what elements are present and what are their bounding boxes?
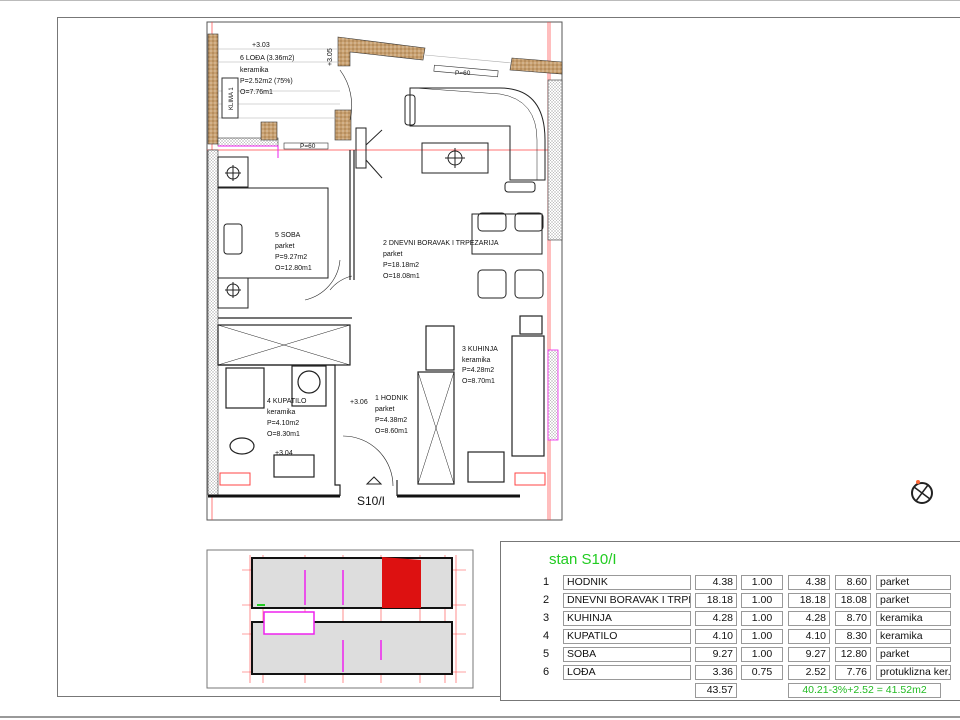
cell-perimeter: 8.60	[835, 575, 871, 590]
svg-text:P=4.10m2: P=4.10m2	[267, 420, 299, 427]
klima-label: KLIMA 1	[229, 87, 235, 110]
room-area-table: stan S10/I 1 HODNIK 4.38 1.00 4.38 8.60 parket…	[500, 541, 960, 701]
cell-area: 18.18	[695, 593, 737, 608]
cell-perimeter: 8.70	[835, 611, 871, 626]
lamp-icons	[225, 148, 465, 298]
north-arrow-icon	[911, 480, 933, 504]
svg-text:3 KUHINJA: 3 KUHINJA	[462, 346, 498, 353]
svg-text:keramika: keramika	[267, 409, 296, 416]
unit-label: S10/I	[357, 494, 385, 508]
cell-no: 4	[543, 630, 550, 642]
svg-text:O=8.30m1: O=8.30m1	[267, 431, 300, 438]
cell-area: 4.10	[695, 629, 737, 644]
svg-text:2 DNEVNI BORAVAK I TRPEZARIJA: 2 DNEVNI BORAVAK I TRPEZARIJA	[383, 240, 499, 247]
sheet-bottom-border	[0, 716, 960, 718]
level-mark: +3.05	[327, 48, 334, 66]
cell-coef: 0.75	[741, 665, 783, 680]
level-mark: +3.04	[275, 450, 293, 457]
cell-net: 18.18	[788, 593, 830, 608]
svg-text:parket: parket	[275, 243, 295, 250]
room-label-loda: 6 LOĐA (3.36m2) keramika P=2.52m2 (75%) O=…	[240, 55, 294, 96]
room-label-dnevni-boravak: 2 DNEVNI BORAVAK I TRPEZARIJA parket P=18…	[383, 240, 499, 280]
svg-text:P=18.18m2: P=18.18m2	[383, 262, 419, 269]
walls	[207, 33, 563, 498]
window-label: P=60	[455, 70, 471, 77]
svg-text:O=8.70m1: O=8.70m1	[462, 378, 495, 385]
cell-floor: keramika	[876, 629, 951, 644]
svg-text:O=7.76m1: O=7.76m1	[240, 89, 273, 96]
cell-area: 4.38	[695, 575, 737, 590]
svg-text:P=4.28m2: P=4.28m2	[462, 367, 494, 374]
entrance-arrow-icon	[365, 476, 383, 485]
cell-name: HODNIK	[563, 575, 691, 590]
svg-text:keramika: keramika	[240, 67, 269, 74]
cell-area: 9.27	[695, 647, 737, 662]
table-title: stan S10/I	[549, 551, 617, 568]
cell-coef: 1.00	[741, 575, 783, 590]
cell-net: 4.38	[788, 575, 830, 590]
cell-coef: 1.00	[741, 629, 783, 644]
cell-net: 4.10	[788, 629, 830, 644]
cell-floor: parket	[876, 647, 951, 662]
cell-coef: 1.00	[741, 647, 783, 662]
svg-text:1 HODNIK: 1 HODNIK	[375, 395, 408, 402]
cell-name: KUPATILO	[563, 629, 691, 644]
cell-no: 5	[543, 648, 550, 660]
svg-text:O=8.60m1: O=8.60m1	[375, 428, 408, 435]
outlet-markers	[219, 472, 546, 486]
partitions	[217, 69, 545, 496]
cell-name: KUHINJA	[563, 611, 691, 626]
svg-text:keramika: keramika	[462, 357, 491, 364]
total-area: 43.57	[695, 683, 737, 698]
svg-text:5 SOBA: 5 SOBA	[275, 232, 301, 239]
cell-floor: protuklizna ker.	[876, 665, 951, 680]
cell-perimeter: 8.30	[835, 629, 871, 644]
cell-coef: 1.00	[741, 593, 783, 608]
svg-text:parket: parket	[375, 406, 395, 413]
klima-box	[221, 77, 239, 119]
svg-text:6 LOĐA (3.36m2): 6 LOĐA (3.36m2)	[240, 55, 294, 62]
sheet-top-border	[0, 0, 960, 1]
cell-floor: parket	[876, 575, 951, 590]
svg-text:4 KUPATILO: 4 KUPATILO	[267, 398, 307, 405]
cell-no: 1	[543, 576, 550, 588]
cell-perimeter: 12.80	[835, 647, 871, 662]
cell-net: 4.28	[788, 611, 830, 626]
cell-name: DNEVNI BORAVAK I TRPEZARIJA	[563, 593, 691, 608]
highlighted-unit	[382, 557, 421, 608]
cell-name: SOBA	[563, 647, 691, 662]
svg-text:P=9.27m2: P=9.27m2	[275, 254, 307, 261]
svg-text:parket: parket	[383, 251, 403, 258]
plan-boundary	[206, 21, 563, 521]
cell-floor: parket	[876, 593, 951, 608]
cell-coef: 1.00	[741, 611, 783, 626]
cell-perimeter: 7.76	[835, 665, 871, 680]
level-mark: +3.03	[252, 42, 270, 49]
svg-text:O=18.08m1: O=18.08m1	[383, 273, 420, 280]
cell-floor: keramika	[876, 611, 951, 626]
svg-text:O=12.80m1: O=12.80m1	[275, 265, 312, 272]
svg-text:P=2.52m2 (75%): P=2.52m2 (75%)	[240, 78, 293, 85]
cell-no: 2	[543, 594, 550, 606]
cell-no: 6	[543, 666, 550, 678]
key-plan	[242, 555, 466, 683]
furniture	[217, 87, 546, 309]
cell-area: 4.28	[695, 611, 737, 626]
cell-no: 3	[543, 612, 550, 624]
grid-lines	[207, 22, 562, 520]
level-mark: +3.06	[350, 399, 368, 406]
cell-name: LOĐA	[563, 665, 691, 680]
cell-area: 3.36	[695, 665, 737, 680]
total-formula: 40.21-3%+2.52 = 41.52m2	[788, 683, 941, 698]
svg-text:P=4.38m2: P=4.38m2	[375, 417, 407, 424]
cell-net: 2.52	[788, 665, 830, 680]
cell-net: 9.27	[788, 647, 830, 662]
window-label: P=60	[300, 143, 316, 150]
cell-perimeter: 18.08	[835, 593, 871, 608]
